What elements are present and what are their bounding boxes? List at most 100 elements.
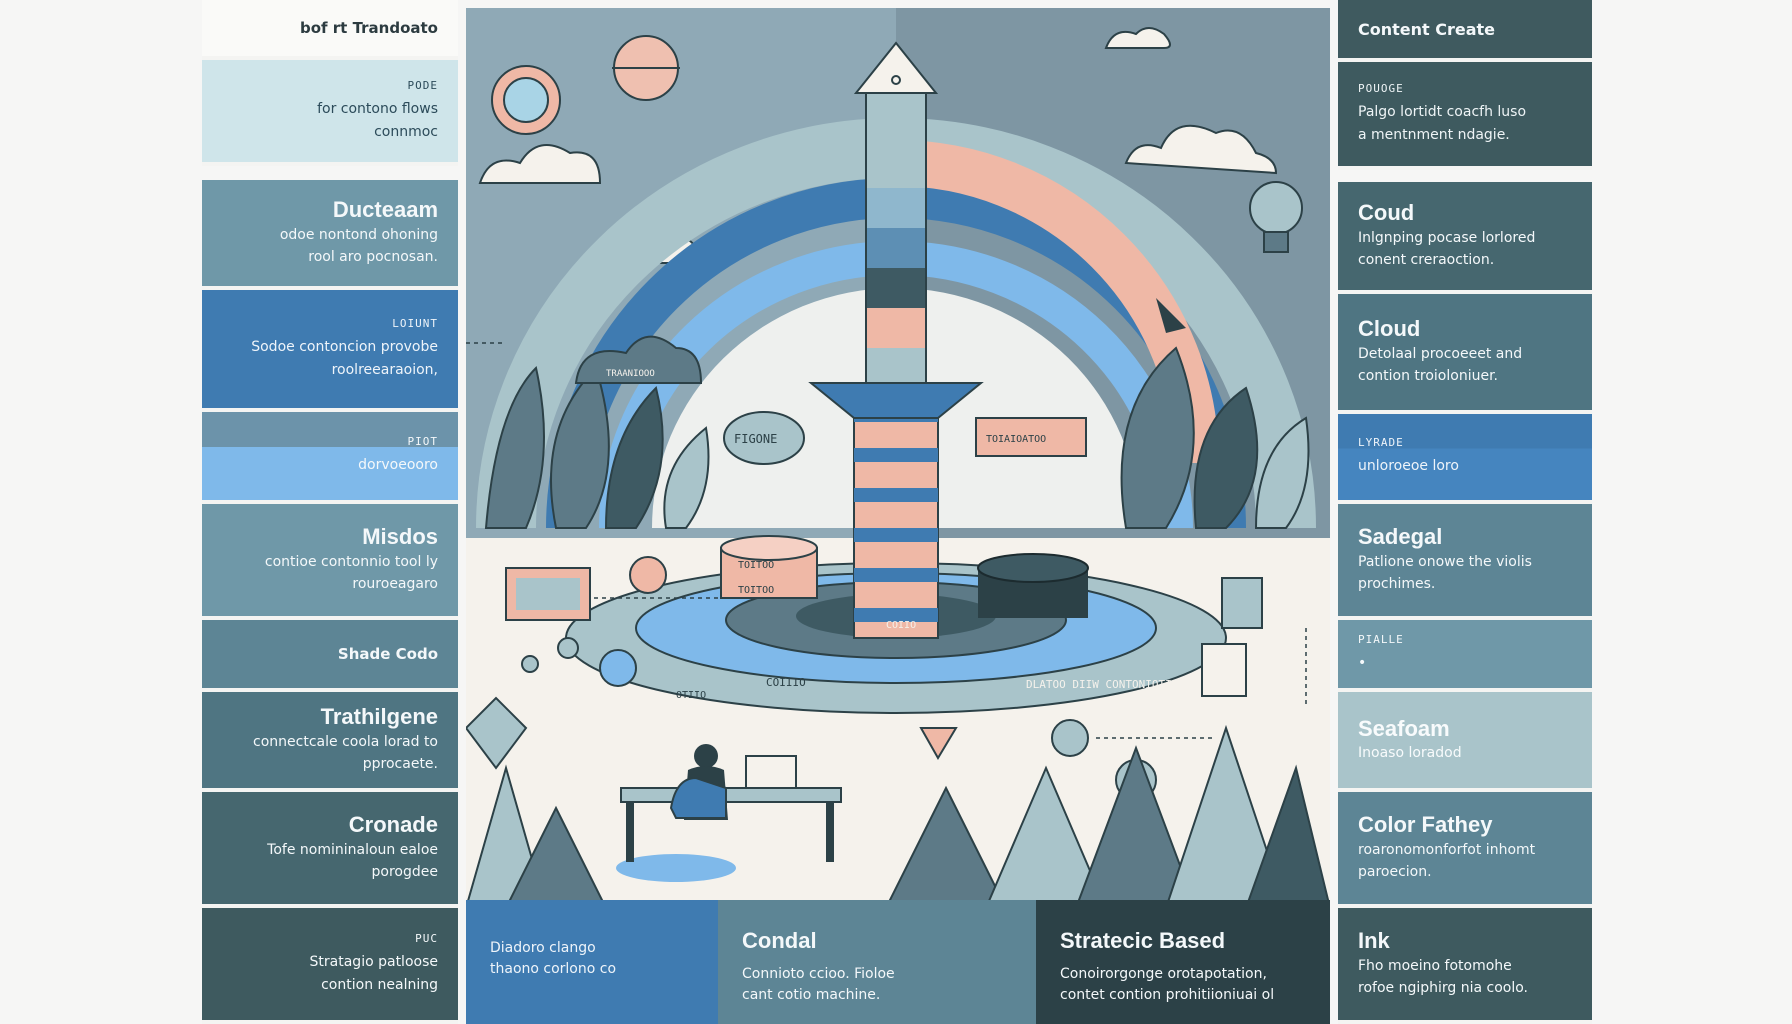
share-icon	[599, 649, 637, 687]
right-panel-10[interactable]: Ink Fho moeino fotomohe rofoe ngiphirg n…	[1338, 908, 1592, 1024]
left-panel-2-body: for contono flows connmoc	[317, 101, 438, 140]
left-panel-4-label: LOIUNT	[392, 317, 438, 331]
right-panel-3-body: Inlgnping pocase lorlored conent creraoc…	[1358, 229, 1536, 269]
person-at-desk	[616, 744, 842, 882]
right-panel-9-body: roaronomonforfot inhomt paroecion.	[1358, 841, 1536, 881]
tag-left-label: FIGONE	[734, 432, 777, 446]
bottom-cell-3-body: Conoirorgonge orotapotation, contet cont…	[1060, 966, 1275, 1003]
right-panel-2[interactable]: POUOGE Palgo lortidt coacfh luso a mentn…	[1338, 62, 1592, 170]
bottom-cell-1[interactable]: Diadoro clango thaono corlono co	[466, 900, 718, 1024]
illustration-svg: DLATOO DIIW CONTONIOTION COIIIO OTIIO CO…	[466, 8, 1330, 1024]
right-panel-10-title: Ink	[1358, 928, 1390, 954]
arrow-gradient-bands	[867, 188, 925, 348]
cloud-icon	[1104, 27, 1171, 49]
right-panel-4-body: Detolaal procoeeet and contion troioloni…	[1358, 345, 1523, 385]
right-panel-7-body: •	[1358, 655, 1367, 672]
leaf-cluster-left	[484, 366, 710, 529]
left-panel-10[interactable]: PUC Stratagio patloose contion nealning	[202, 908, 458, 1024]
cloud-server-label: TRAANIOOO	[606, 369, 655, 379]
right-panel-3-title: Coud	[1358, 200, 1415, 226]
right-panel-8-title: Seafoam	[1358, 715, 1450, 741]
right-panel-6[interactable]: Sadegal Patlione onowe the violis prochi…	[1338, 504, 1592, 620]
right-panel-9-title: Color Fathey	[1358, 812, 1493, 838]
right-panel-1-title: Content Create	[1358, 19, 1496, 39]
left-panel-9-body: Tofe nomininaloun ealoe porogdee	[267, 841, 438, 881]
right-panel-3[interactable]: Coud Inlgnping pocase lorlored conent cr…	[1338, 182, 1592, 294]
bottom-cell-2[interactable]: Condal Connioto ccioo. Fioloe cant cotio…	[718, 900, 1036, 1024]
left-panel-10-label: PUC	[415, 932, 438, 946]
arrow-down-icon	[1156, 298, 1186, 333]
lightbulb-icon	[1249, 181, 1303, 253]
left-panel-7[interactable]: Shade Codo	[202, 620, 458, 692]
left-panel-5-body: dorvoeooro	[358, 457, 438, 474]
ring-right-label: DLATOO DIIW CONTONIOTION	[1026, 678, 1185, 691]
right-panel-6-title: Sadegal	[1358, 524, 1443, 550]
left-panel-8-body: connectcale coola lorad to pprocaete.	[253, 733, 438, 773]
right-panel-8[interactable]: Seafoam Inoaso loradod	[1338, 692, 1592, 792]
right-panel-7[interactable]: PIALLE •	[1338, 620, 1592, 692]
left-panel-6[interactable]: Misdos contioe contonnio tool ly rouroea…	[202, 504, 458, 620]
left-panel-10-body: Stratagio patloose contion nealning	[309, 954, 438, 993]
right-panel-9[interactable]: Color Fathey roaronomonforfot inhomt par…	[1338, 792, 1592, 908]
right-panel-1[interactable]: Content Create	[1338, 0, 1592, 62]
bottom-cell-1-body: Diadoro clango thaono corlono co	[490, 940, 617, 977]
cloud-icon	[478, 144, 602, 184]
ring-small-label: OTIIO	[676, 690, 706, 701]
bottom-strip: Diadoro clango thaono corlono co Condal …	[466, 900, 1330, 1024]
left-panel-2[interactable]: PODE for contono flows connmoc	[202, 60, 458, 166]
left-sidebar: bof rt Trandoato PODE for contono flows …	[202, 0, 458, 1024]
central-column	[853, 387, 939, 639]
right-panel-5-label: LYRADE	[1358, 436, 1404, 450]
left-panel-5[interactable]: PIOT dorvoeooro	[202, 412, 458, 504]
disc-upper-label: TOITOO	[738, 560, 774, 571]
cloud-server-icon: TRAANIOOO	[574, 335, 703, 384]
ring-left-label: COIIIO	[766, 676, 806, 689]
left-panel-8-title: Trathilgene	[320, 704, 438, 730]
bottom-cell-2-title: Condal	[742, 928, 817, 953]
left-panel-9-title: Cronade	[348, 812, 438, 838]
left-panel-3-body: odoe nontond ohoning rool aro pocnosan.	[279, 226, 438, 266]
right-panel-5-body: unloroeoe loro	[1358, 458, 1459, 475]
forest-left	[466, 696, 608, 909]
left-panel-5-label: PIOT	[407, 435, 438, 449]
cloud-icon	[1124, 124, 1278, 175]
right-panel-4-title: Cloud	[1358, 316, 1421, 342]
bottom-cell-3[interactable]: Stratecic Based Conoirorgonge orotapotat…	[1036, 900, 1330, 1024]
right-panel-4[interactable]: Cloud Detolaal procoeeet and contion tro…	[1338, 294, 1592, 414]
column-base-label: COIIO	[886, 620, 916, 631]
right-panel-10-body: Fho moeino fotomohe rofoe ngiphirg nia c…	[1358, 957, 1528, 997]
tag-right-label: TOIAIOATOO	[986, 434, 1046, 445]
right-panel-8-body: Inoaso loradod	[1358, 745, 1462, 761]
laptop-icon	[745, 755, 797, 789]
main-illustration: DLATOO DIIW CONTONIOTION COIIIO OTIIO CO…	[466, 8, 1330, 1024]
right-sidebar: Content Create POUOGE Palgo lortidt coac…	[1338, 0, 1592, 1024]
leaf-cluster-right	[1120, 346, 1310, 529]
left-panel-7-body: Shade Codo	[337, 645, 438, 663]
right-panel-6-body: Patlione onowe the violis prochimes.	[1358, 553, 1532, 593]
left-panel-9[interactable]: Cronade Tofe nomininaloun ealoe porogdee	[202, 792, 458, 908]
right-panel-5[interactable]: LYRADE unloroeoe loro	[1338, 414, 1592, 504]
right-panel-7-label: PIALLE	[1358, 633, 1404, 647]
document-icon	[1221, 577, 1263, 629]
arrow-up-icon	[853, 41, 939, 94]
left-panel-8[interactable]: Trathilgene connectcale coola lorad to p…	[202, 692, 458, 792]
chevron-down-icon	[919, 727, 958, 760]
left-panel-1-title: bof rt Trandoato	[299, 19, 438, 37]
disc-stack: TOITOO TOITOO	[720, 535, 818, 599]
left-panel-4[interactable]: LOIUNT Sodoe contoncion provobe roolreea…	[202, 290, 458, 412]
left-panel-6-title: Misdos	[362, 524, 438, 550]
chart-card-icon	[1201, 643, 1247, 697]
tag-left[interactable]: FIGONE	[723, 411, 805, 465]
left-panel-3-title: Ducteaam	[332, 197, 438, 223]
left-panel-6-body: contioe contonnio tool ly rouroeagaro	[264, 553, 438, 593]
settings-icon	[1051, 719, 1089, 757]
left-panel-3[interactable]: Ducteaam odoe nontond ohoning rool aro p…	[202, 180, 458, 290]
right-panel-2-body: Palgo lortidt coacfh luso a mentnment nd…	[1358, 104, 1527, 143]
left-panel-2-label: PODE	[407, 79, 438, 93]
disc-lower-label: TOITOO	[738, 585, 774, 596]
left-panel-1[interactable]: bof rt Trandoato	[202, 0, 458, 60]
tag-right[interactable]: TOIAIOATOO	[975, 417, 1087, 457]
target-icon	[629, 556, 667, 594]
database-icon	[977, 553, 1089, 618]
bottom-cell-3-title: Stratecic Based	[1060, 928, 1226, 953]
